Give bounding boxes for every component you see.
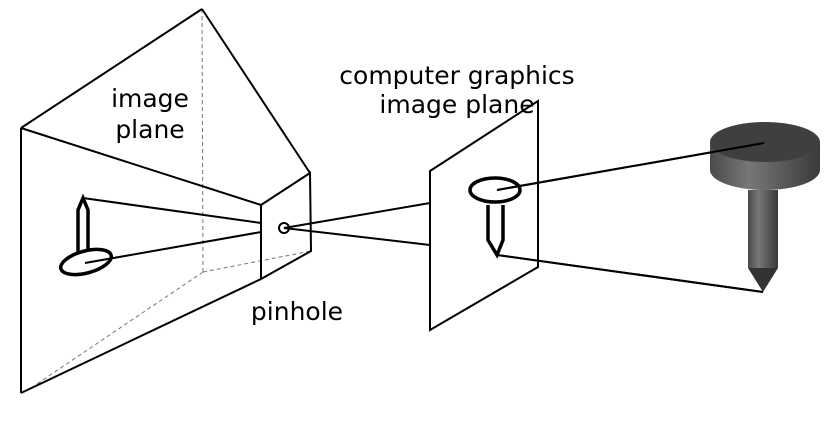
image-plane-label-2: plane: [115, 115, 184, 144]
hidden-edges: [27, 8, 312, 391]
pinhole-label: pinhole: [251, 297, 343, 326]
cg-plane-label-1: computer graphics: [339, 61, 574, 90]
cg-plane-label-2: image plane: [379, 90, 534, 119]
pinhole-camera-box: [20, 8, 313, 394]
image-plane-label-1: image: [111, 84, 189, 113]
projection-rays: [283, 202, 431, 246]
3d-nail-object: [496, 122, 820, 293]
inverted-image-nail: [58, 193, 262, 277]
